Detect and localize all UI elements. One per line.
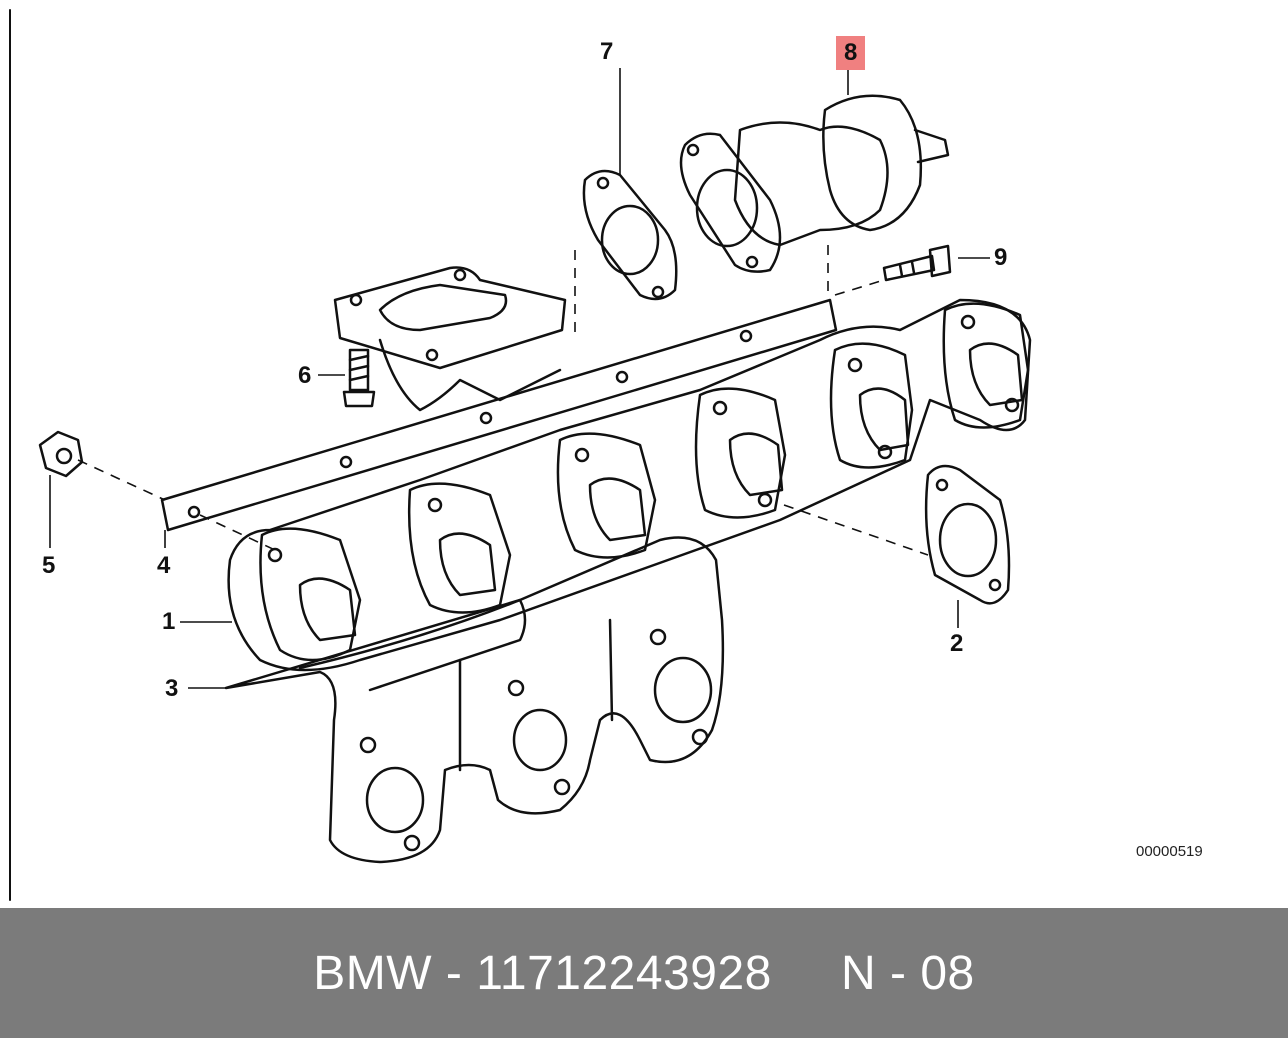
- shield-bolt-hole: [553, 778, 571, 796]
- manifold-flange: [829, 342, 914, 469]
- callout-2: 2: [950, 630, 964, 657]
- egr-valve-opening: [695, 168, 759, 248]
- callout-8-highlighted: 8: [836, 36, 866, 70]
- egr-valve-flange: [679, 132, 782, 273]
- manifold-body-outline: [227, 298, 1032, 672]
- manifold-flange: [942, 302, 1030, 429]
- gasket-egr-opening: [600, 204, 660, 276]
- egr-flange-hole: [425, 348, 439, 362]
- diagram-reference-code: 00000519: [1136, 843, 1203, 860]
- part-number-caption: BMW - 11712243928 N - 08: [313, 946, 975, 1000]
- flange-bolt-hole: [877, 444, 893, 460]
- dash-bracket: [199, 514, 276, 551]
- egr-port-opening: [378, 283, 508, 332]
- flange-bolt-hole: [267, 547, 283, 563]
- gasket-egr-hole: [596, 176, 610, 190]
- shield-bolt-hole: [403, 834, 421, 852]
- callout-4: 4: [157, 552, 171, 579]
- flange-bolt-hole: [1004, 397, 1020, 413]
- shield-port-hole: [512, 708, 568, 772]
- heat-shield-inner-line: [608, 618, 614, 722]
- egr-valve-hole: [745, 255, 759, 269]
- heat-shield-outline: [224, 536, 725, 864]
- nut-5-drawing: [38, 430, 84, 478]
- bracket-hole: [187, 505, 201, 519]
- callout-3: 3: [165, 675, 179, 702]
- heat-shield-top-edge: [298, 598, 527, 692]
- gasket-manifold-port: [924, 464, 1011, 605]
- gasket-port-hole: [935, 478, 949, 492]
- flange-bolt-hole: [757, 492, 773, 508]
- egr-flange-hole: [453, 268, 467, 282]
- gasket-port-hole: [988, 578, 1002, 592]
- egr-flange-hole: [349, 293, 363, 307]
- manifold-flange: [556, 432, 657, 559]
- callout-6: 6: [298, 362, 312, 389]
- egr-valve-body: [733, 121, 889, 247]
- gasket-egr-flange: [582, 169, 678, 301]
- shield-port-hole: [365, 766, 425, 834]
- egr-valve-vacuum-port: [913, 128, 950, 164]
- gasket-port-opening: [938, 502, 998, 578]
- flange-bolt-hole: [574, 447, 590, 463]
- dash-nut: [77, 459, 166, 501]
- bracket-hole: [739, 329, 753, 343]
- callout-1: 1: [162, 608, 176, 635]
- flange-bolt-hole: [847, 357, 863, 373]
- exhaust-manifold-drawing: [9, 9, 1032, 901]
- egr-valve-diaphragm: [822, 94, 923, 232]
- shield-bolt-hole: [649, 628, 667, 646]
- egr-port-pipe: [378, 338, 562, 412]
- callout-5: 5: [42, 552, 56, 579]
- callout-9: 9: [994, 244, 1008, 271]
- egr-valve-hole: [686, 143, 700, 157]
- flange-bolt-hole: [427, 497, 443, 513]
- flange-bolt-hole: [712, 400, 728, 416]
- shield-port-hole: [653, 656, 713, 724]
- bolt-6-drawing: [342, 348, 376, 408]
- footer-bar: BMW - 11712243928 N - 08: [0, 908, 1288, 1038]
- shield-bolt-hole: [359, 736, 377, 754]
- callout-7: 7: [600, 38, 614, 65]
- shield-bolt-hole: [507, 679, 525, 697]
- bracket-strip: [160, 298, 838, 532]
- flange-bolt-hole: [960, 314, 976, 330]
- parts-diagram: 7 8 9 6 5 4 1 3 2 00000519: [9, 9, 1203, 901]
- bracket-hole: [479, 411, 493, 425]
- dash-bolt9: [834, 279, 885, 296]
- egr-port-flange: [333, 266, 567, 370]
- bracket-hole: [615, 370, 629, 384]
- manifold-flange: [694, 387, 787, 519]
- gasket-egr-hole: [651, 285, 665, 299]
- manifold-flange: [259, 527, 362, 662]
- manifold-flange: [407, 482, 512, 614]
- bracket-hole: [339, 455, 353, 469]
- shield-bolt-hole: [691, 728, 709, 746]
- bolt-9-drawing: [882, 244, 952, 282]
- dash-gasket2: [783, 504, 929, 556]
